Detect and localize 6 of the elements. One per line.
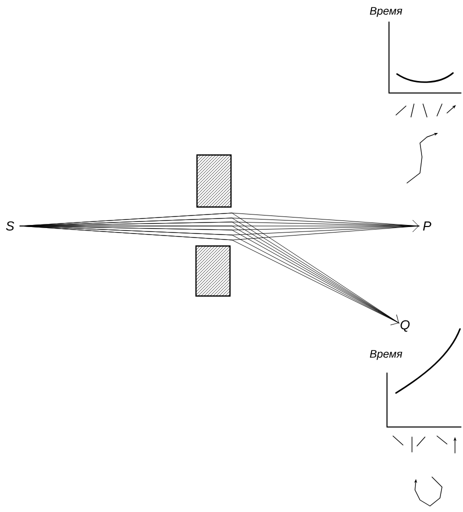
axis-label: Время	[370, 350, 402, 360]
point-label: S	[6, 221, 14, 231]
axis-label: Время	[370, 7, 402, 17]
point-label: Q	[400, 320, 410, 332]
point-label: P	[423, 222, 432, 230]
light-rays	[20, 212, 400, 326]
